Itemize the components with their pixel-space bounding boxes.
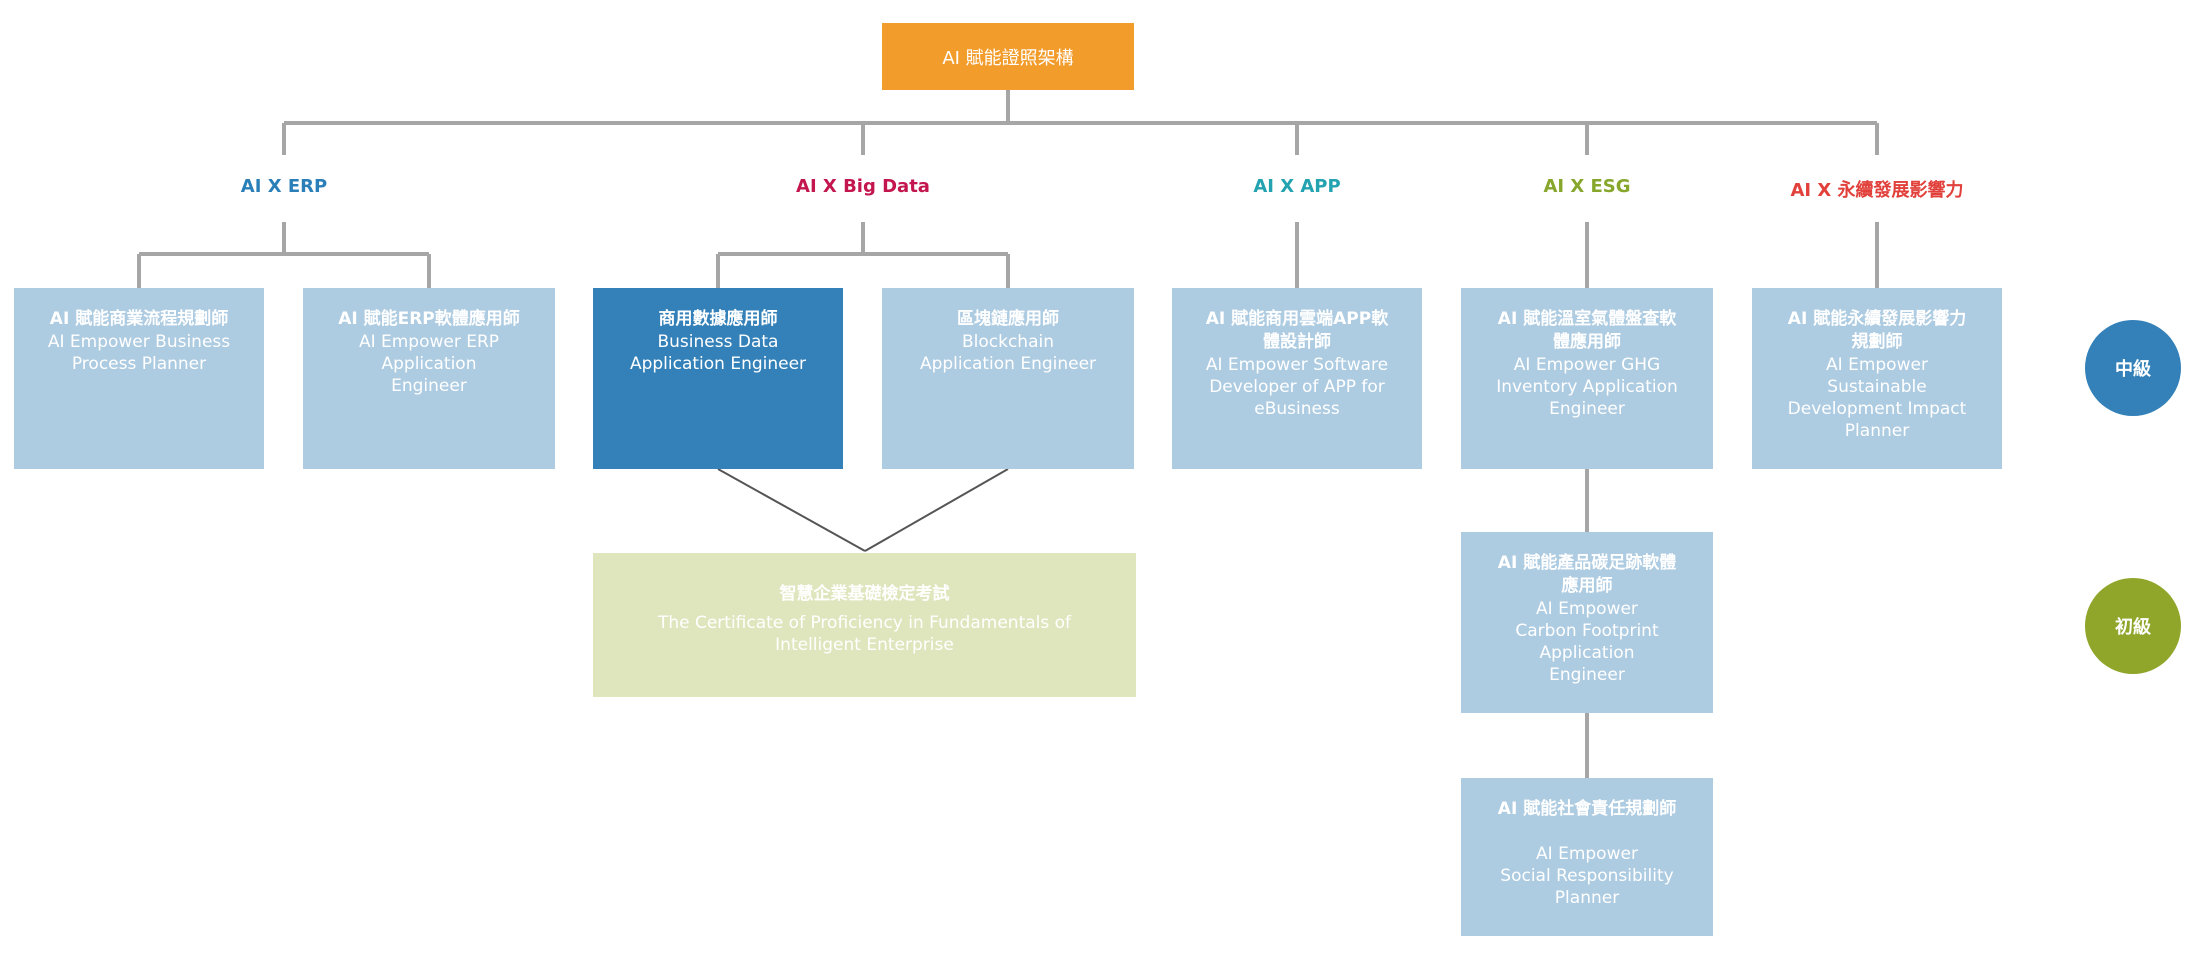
category-ai-esg: AI X ESG [1543,176,1631,197]
category-ai-app: AI X APP [1253,176,1341,197]
cert-en-name: The Certificate of Proficiency in Fundam… [657,613,1072,655]
cert-zh-name: AI 賦能社會責任規劃師 [1497,799,1677,819]
cert-zh-name: 區塊鏈應用師 [957,309,1059,329]
prerequisite-lines [717,468,1009,552]
tree-connectors [137,90,1879,778]
category-ai-sustainability: AI X 永續發展影響力 [1790,180,1964,201]
level-intermediate-badge: 中級 [2085,320,2181,416]
category-ai-erp: AI X ERP [240,176,328,197]
cert-zh-name: 商用數據應用師 [658,309,778,329]
cert-zh-name: AI 賦能ERP軟體應用師 [338,309,520,329]
cert-zh-name: AI 賦能永續發展影響力規劃師 [1787,309,1967,352]
category-ai-big-data: AI X Big Data [796,176,930,197]
cert-zh-name: AI 賦能商用雲端APP軟體設計師 [1205,309,1389,352]
cert-zh-name: AI 賦能產品碳足跡軟體應用師 [1497,553,1677,596]
cert-zh-name: AI 賦能溫室氣體盤查軟體應用師 [1497,309,1677,352]
cert-zh-name: AI 賦能商業流程規劃師 [49,309,229,329]
cert-zh-name: 智慧企業基礎檢定考試 [779,584,950,604]
level-basic-badge: 初級 [2085,578,2181,674]
root-title: AI 賦能證照架構 [882,23,1134,90]
cert-fundamentals-exam: 智慧企業基礎檢定考試 The Certificate of Proficienc… [593,553,1136,697]
